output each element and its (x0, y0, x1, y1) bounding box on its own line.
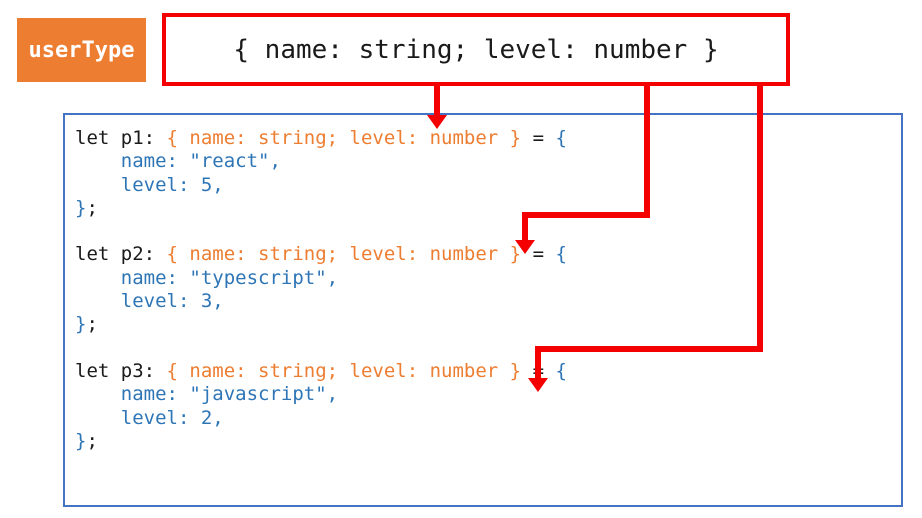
type-annotation-token: { name: string; level: number } (166, 127, 522, 149)
type-annotation-token: { name: string; level: number } (166, 243, 522, 266)
code-block-p3: let p3: { name: string; level: number } … (75, 360, 901, 453)
code-block-p1: let p1: { name: string; level: number } … (75, 127, 901, 220)
code-line-declaration: let p2: { name: string; level: number } … (75, 243, 901, 266)
arrow-1-arrowhead-icon (427, 115, 447, 129)
code-block-p2: let p2: { name: string; level: number } … (75, 243, 901, 336)
open-brace-token: { (555, 127, 567, 149)
code-line-level-property: level: 5, (75, 173, 224, 196)
arrow-2-arrowhead-icon (515, 240, 535, 254)
close-brace-token: } (75, 429, 87, 452)
arrow-3-line-horizontal (535, 346, 763, 352)
user-type-badge: userType (17, 18, 146, 82)
user-type-badge-label: userType (28, 37, 135, 63)
code-line-close: }; (75, 197, 901, 220)
code-line-close: }; (75, 430, 901, 453)
type-annotation-box: { name: string; level: number } (162, 13, 790, 86)
arrow-2-line-horizontal (522, 212, 650, 218)
open-brace-token: { (555, 359, 567, 382)
equals-token: = (521, 127, 556, 149)
code-line-level-property: level: 2, (75, 406, 224, 429)
arrow-2-line-vertical (644, 84, 650, 218)
code-line-name-property: name: "react", (75, 150, 281, 173)
close-brace-token: } (75, 313, 87, 336)
open-brace-token: { (555, 243, 567, 266)
semicolon-token: ; (86, 196, 98, 219)
code-line-level-property: level: 3, (75, 290, 224, 313)
code-snippet-box: let p1: { name: string; level: number } … (63, 113, 903, 507)
semicolon-token: ; (86, 429, 98, 452)
arrow-3-line-vertical (757, 84, 763, 352)
code-line-declaration: let p1: { name: string; level: number } … (75, 127, 901, 150)
type-annotation-token: { name: string; level: number } (166, 359, 522, 382)
let-keyword-token: let p3: (75, 359, 167, 382)
close-brace-token: } (75, 196, 87, 219)
let-keyword-token: let p2: (75, 243, 167, 266)
code-line-name-property: name: "typescript", (75, 266, 339, 289)
let-keyword-token: let p1: (75, 127, 167, 149)
code-line-name-property: name: "javascript", (75, 383, 339, 406)
arrow-1-line (434, 84, 440, 116)
code-line-declaration: let p3: { name: string; level: number } … (75, 360, 901, 383)
code-line-close: }; (75, 313, 901, 336)
arrow-3-line-drop (535, 346, 541, 379)
arrow-2-line-drop (522, 212, 528, 241)
type-annotation-text: { name: string; level: number } (233, 34, 719, 65)
arrow-3-arrowhead-icon (528, 378, 548, 392)
semicolon-token: ; (86, 313, 98, 336)
equals-token: = (521, 243, 556, 266)
